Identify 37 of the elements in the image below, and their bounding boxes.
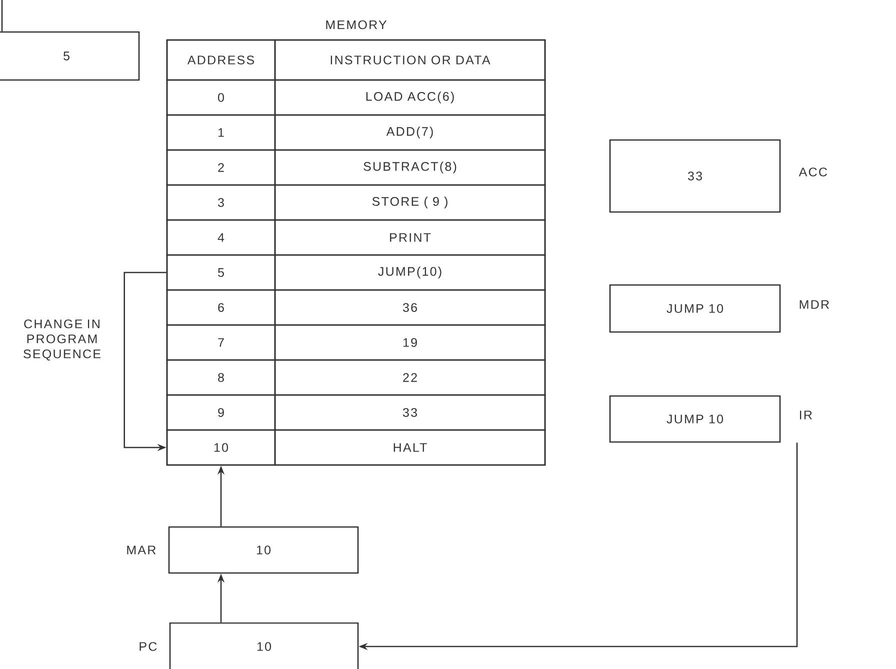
register-box: JUMP 10 bbox=[609, 284, 781, 333]
table-cell: 5 bbox=[166, 254, 276, 291]
register-label: IR bbox=[800, 410, 812, 420]
register-label: ACC bbox=[798, 168, 827, 176]
table-cell: 33 bbox=[274, 394, 546, 431]
table-cell: JUMP(10) bbox=[274, 254, 546, 291]
table-cell: 4 bbox=[166, 219, 276, 256]
table-cell: 6 bbox=[166, 289, 276, 326]
table-cell: 36 bbox=[274, 289, 546, 326]
table-cell: HALT bbox=[274, 429, 546, 466]
register-box: 33 bbox=[609, 139, 781, 213]
table-header: INSTRUCTION OR DATA bbox=[274, 39, 546, 81]
table-cell: SUBTRACT(8) bbox=[274, 149, 546, 186]
table-cell: PRINT bbox=[274, 219, 546, 256]
table-cell: 9 bbox=[166, 394, 276, 431]
table-header: ADDRESS bbox=[166, 39, 276, 81]
register-box: 10 bbox=[169, 622, 359, 669]
register-box: JUMP 10 bbox=[609, 395, 781, 443]
table-cell: STORE ( 9 ) bbox=[274, 184, 546, 221]
table-cell: 8 bbox=[166, 359, 276, 396]
table-cell: 1 bbox=[166, 114, 276, 151]
register-box: 5 bbox=[0, 31, 140, 81]
edge-label: CHANGE IN PROGRAM SEQUENCE bbox=[15, 318, 109, 362]
table-cell: 22 bbox=[274, 359, 546, 396]
table-cell: 2 bbox=[166, 149, 276, 186]
table-cell: 19 bbox=[274, 324, 546, 361]
register-label: PC bbox=[140, 642, 157, 651]
register-label: MAR bbox=[127, 546, 156, 554]
table-cell: 10 bbox=[166, 429, 276, 466]
table-cell: 0 bbox=[166, 79, 276, 116]
table-cell: LOAD ACC(6) bbox=[274, 79, 546, 116]
register-box: 10 bbox=[168, 526, 359, 574]
table-cell: 7 bbox=[166, 324, 276, 361]
table-cell: 3 bbox=[166, 184, 276, 221]
register-label: MDR bbox=[800, 300, 829, 309]
table-cell: ADD(7) bbox=[274, 114, 546, 151]
node-label: MEMORY bbox=[326, 20, 387, 30]
